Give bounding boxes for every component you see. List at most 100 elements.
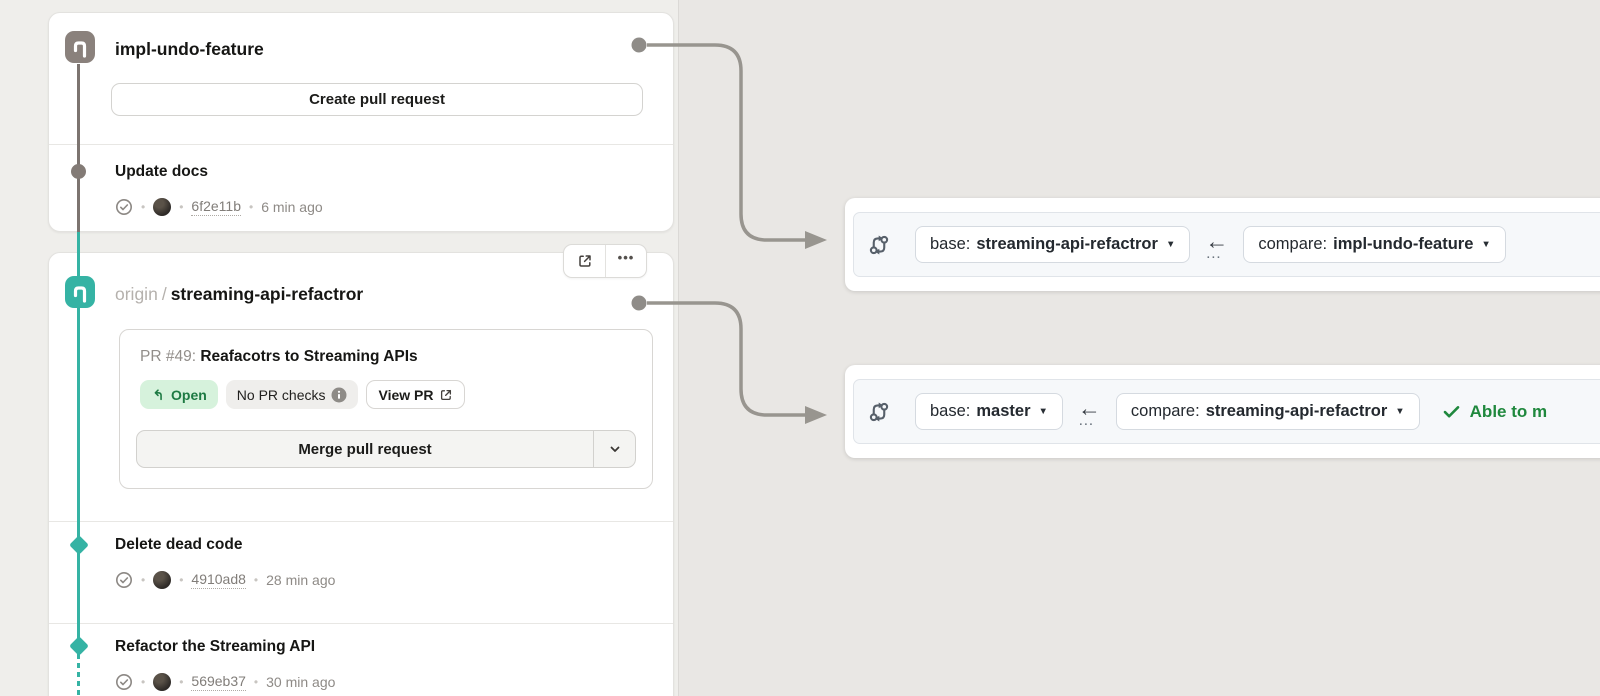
left-arrow-icon: ← [1077,394,1101,421]
base-label: base: [930,402,971,420]
merge-status-text: Able to m [1469,401,1548,421]
chevron-down-icon [610,446,619,452]
dropdown-caret-icon: ▼ [1395,406,1405,417]
commit-lane-gray [77,64,80,232]
pr-number: PR #49: [140,348,197,365]
info-icon[interactable] [331,387,347,403]
merge-split-button: Merge pull request [136,430,636,468]
view-pr-button[interactable]: View PR [366,380,466,409]
pr-title-text: Reafacotrs to Streaming APIs [200,348,418,365]
commit-hash-link[interactable]: 4910ad8 [191,571,246,589]
compare-branch-name: impl-undo-feature [1333,235,1474,253]
check-icon [1443,406,1459,418]
commit-lane-dashed [77,654,80,696]
left-arrow-icon: ← [1205,227,1229,254]
merge-options-button[interactable] [593,431,635,467]
base-branch-selector[interactable]: base: streaming-api-refactror ▼ [915,226,1191,263]
external-link-icon [578,255,591,267]
separator-dot: • [141,200,146,214]
commit-meta-row: • • 4910ad8 • 28 min ago [115,570,335,590]
commit-lane-teal [77,232,80,648]
commit-title[interactable]: Refactor the Streaming API [115,638,316,655]
branch-glyph-icon [73,41,87,58]
separator-dot: • [179,573,184,587]
compare-label: compare: [1130,402,1200,420]
check-circle-icon [116,199,132,215]
create-pull-request-button[interactable]: Create pull request [111,83,643,116]
git-compare-icon [869,402,889,421]
compare-bar-1: base: streaming-api-refactror ▼ ← … compar… [845,198,1600,291]
branch-icon [65,31,95,63]
compare-direction: ← … [1205,227,1229,262]
separator-dot: • [179,200,184,214]
compare-branch-name: streaming-api-refactror [1205,402,1388,420]
ellipsis-icon: … [1077,411,1095,429]
compare-label: compare: [1258,235,1328,253]
compare-strip: base: master ▼ ← … compare: streaming-api-r… [853,379,1600,444]
separator-dot: • [141,573,146,587]
base-branch-selector[interactable]: base: master ▼ [915,393,1063,430]
base-branch-name: master [976,402,1031,420]
dropdown-caret-icon: ▼ [1481,239,1491,250]
more-options-button[interactable]: ••• [605,245,646,277]
merge-status: Able to m [1442,402,1547,422]
commit-node-dot [71,164,86,179]
branch-name-label: impl-undo-feature [115,39,264,59]
card-divider [49,623,673,624]
pr-status-label: Open [171,386,207,403]
canvas-pane [678,0,1600,696]
open-external-button[interactable] [564,245,605,277]
pr-badges-row: Open No PR checks View PR [140,380,466,409]
pull-request-arrow-icon [154,388,162,400]
commit-title[interactable]: Delete dead code [115,536,243,553]
dropdown-caret-icon: ▼ [1038,406,1048,417]
branch-name[interactable]: impl-undo-feature [115,38,264,60]
avatar [153,198,172,216]
compare-direction: ← … [1077,394,1101,429]
commit-title[interactable]: Update docs [115,163,209,180]
branch-name[interactable]: origin/streaming-api-refactror [115,283,363,305]
pr-checks-label: No PR checks [236,386,326,403]
avatar [153,571,172,589]
commit-hash-link[interactable]: 569eb37 [191,673,246,691]
branch-actions-group: ••• [563,244,647,278]
dropdown-caret-icon: ▼ [1165,239,1176,250]
commit-hash-link[interactable]: 6f2e11b [191,198,241,216]
compare-branch-selector[interactable]: compare: streaming-api-refactror ▼ [1115,393,1420,430]
branch-name-label: streaming-api-refactror [170,284,364,304]
remote-label: origin [115,284,158,304]
separator-dot: • [253,573,259,587]
check-circle-icon [116,674,132,690]
external-link-icon [441,389,452,400]
compare-bar-2: base: master ▼ ← … compare: streaming-api-r… [845,365,1600,458]
commit-time: 6 min ago [261,199,323,215]
git-compare-icon [869,235,889,254]
ellipsis-icon: … [1205,244,1223,262]
card-divider [49,144,673,145]
merge-pull-request-button[interactable]: Merge pull request [298,440,432,458]
pr-checks-badge: No PR checks [225,380,359,409]
branch-icon [65,276,95,308]
commit-time: 28 min ago [266,572,336,588]
meatball-menu-icon: ••• [617,250,635,265]
pr-status-badge: Open [140,380,218,409]
separator-dot: • [248,200,254,214]
separator-dot: • [179,675,184,689]
branch-glyph-icon [73,286,87,303]
base-label: base: [930,235,971,253]
pull-request-card: PR #49: Reafacotrs to Streaming APIs Ope… [119,329,653,489]
avatar [153,673,172,691]
commit-meta-row: • • 569eb37 • 30 min ago [115,672,335,692]
check-circle-icon [116,572,132,588]
slash-separator: / [161,284,167,304]
card-divider [49,521,673,522]
compare-branch-selector[interactable]: compare: impl-undo-feature ▼ [1243,226,1506,263]
separator-dot: • [141,675,146,689]
pr-title: PR #49: Reafacotrs to Streaming APIs [140,346,418,367]
separator-dot: • [253,675,259,689]
commit-time: 30 min ago [266,674,336,690]
commit-meta-row: • • 6f2e11b • 6 min ago [115,197,323,217]
compare-strip: base: streaming-api-refactror ▼ ← … compar… [853,212,1600,277]
base-branch-name: streaming-api-refactror [976,235,1158,253]
